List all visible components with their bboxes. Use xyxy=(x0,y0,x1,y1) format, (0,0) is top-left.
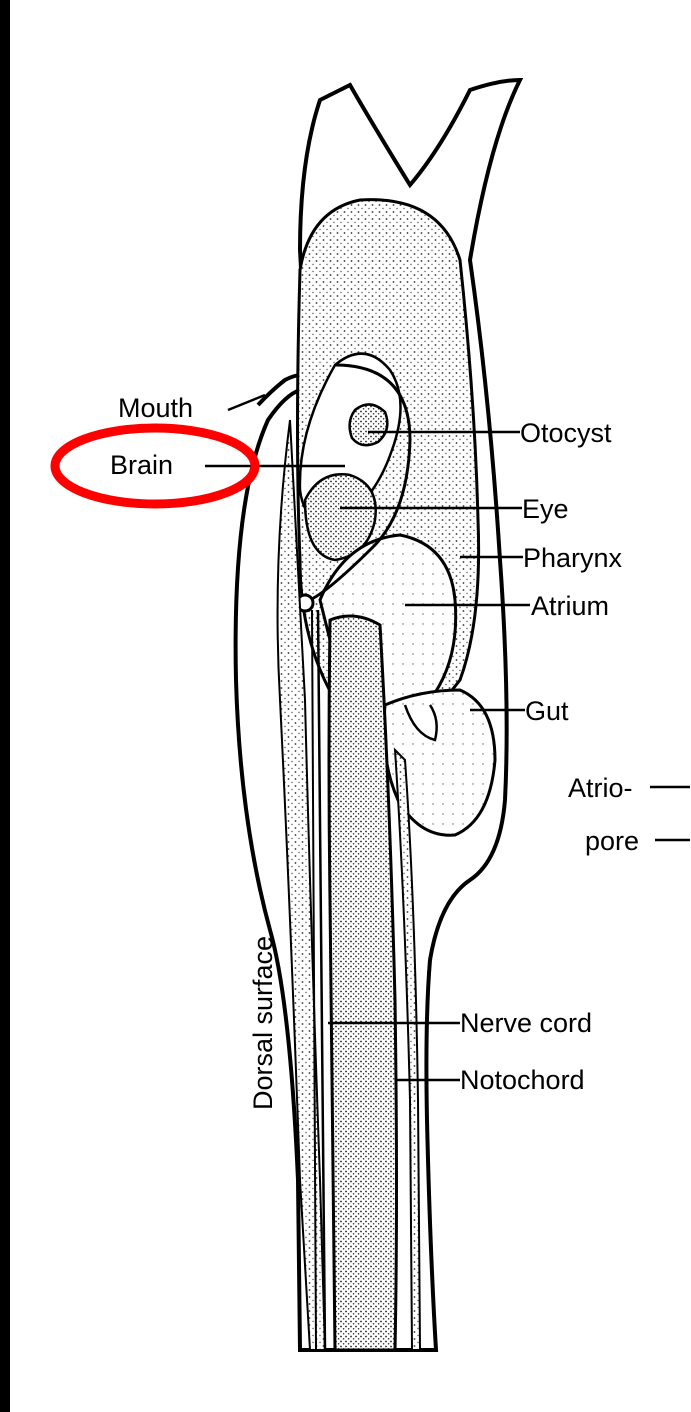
label-gut: Gut xyxy=(525,698,569,725)
label-atrio: Atrio- xyxy=(568,775,633,802)
otocyst-shape xyxy=(350,404,388,445)
label-pore: pore xyxy=(585,828,639,855)
label-otocyst: Otocyst xyxy=(520,420,612,447)
label-eye: Eye xyxy=(522,496,569,523)
label-pharynx: Pharynx xyxy=(523,545,622,572)
label-brain: Brain xyxy=(110,452,173,479)
label-mouth: Mouth xyxy=(118,395,193,422)
label-nerve-cord: Nerve cord xyxy=(460,1010,592,1037)
notochord-shape xyxy=(329,616,397,1350)
label-dorsal-surface: Dorsal surface xyxy=(250,936,277,1110)
label-atrium: Atrium xyxy=(531,593,609,620)
label-notochord: Notochord xyxy=(460,1067,585,1094)
